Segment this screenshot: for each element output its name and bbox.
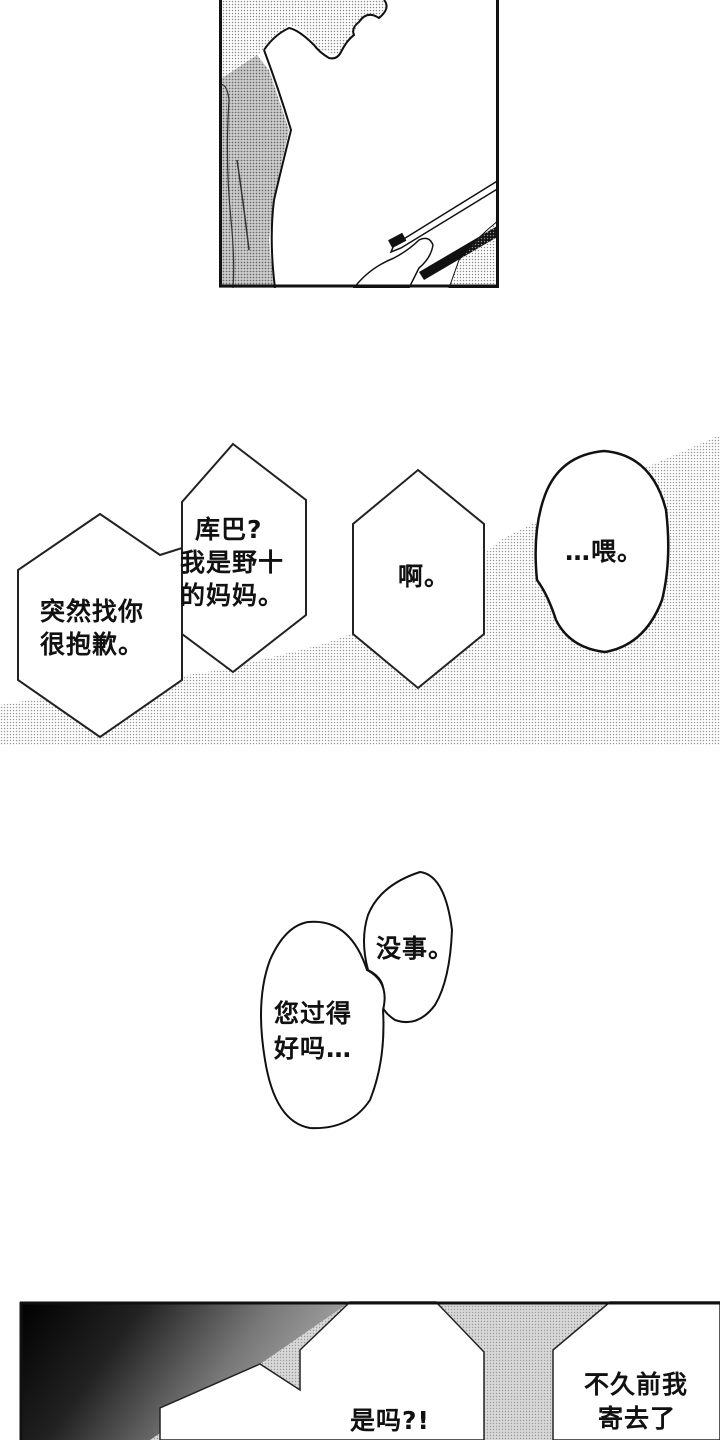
speech-bubble-oval-5 (363, 870, 454, 1024)
speech-bubble-hexagon-8 (552, 1301, 720, 1440)
bubble-7-line-1: 是吗?! (350, 1406, 430, 1435)
man-with-phone-illustration (219, 0, 499, 288)
bubble-2-line-3: 的妈妈。 (180, 581, 285, 610)
bubble-1-line-1: 突然找你 (40, 597, 145, 626)
bubble-6-line-2: 好吗… (274, 1034, 353, 1063)
bubble-3-line-1: 啊。 (398, 562, 451, 591)
speech-bubble-hexagon-2 (181, 442, 307, 674)
panel-1 (219, 0, 499, 288)
bubble-4-line-1: …喂。 (565, 537, 644, 566)
bubble-6-line-1: 您过得 (274, 999, 353, 1028)
panel-4: 是吗?! 不久前我 寄去了 (0, 1290, 720, 1440)
bubble-5-line-1: 没事。 (376, 934, 455, 963)
bubble-8-line-1: 不久前我 (584, 1370, 689, 1399)
panel-4-art (19, 1301, 720, 1440)
speech-bubble-oval-4 (534, 449, 670, 654)
bubble-8-line-2: 寄去了 (598, 1404, 677, 1433)
panel-2-art (0, 435, 720, 745)
panel-3: 没事。 您过得 好吗… (240, 860, 480, 1140)
speech-bubble-oval-6 (260, 920, 386, 1130)
bubble-2-line-1: 库巴? (195, 515, 263, 544)
panel-2: 突然找你 很抱歉。 库巴? 我是野十 的妈妈。 啊。 …喂。 (0, 430, 720, 750)
bubble-1-line-2: 很抱歉。 (40, 630, 145, 659)
panel-3-art (260, 870, 454, 1130)
speech-bubble-hexagon-1 (17, 512, 183, 739)
speech-bubble-hexagon-3 (352, 468, 485, 690)
bubble-2-line-2: 我是野十 (180, 548, 285, 577)
